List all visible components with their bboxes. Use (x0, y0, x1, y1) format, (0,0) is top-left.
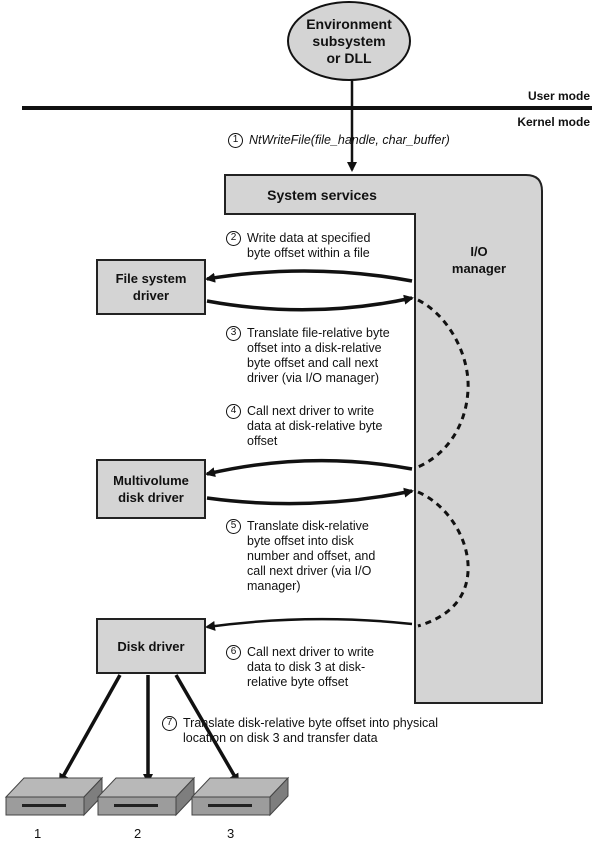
disk-driver-label: Disk driver (117, 638, 185, 654)
arrow-to-disk-1 (58, 674, 122, 784)
step-2-line: Write data at specified (247, 231, 371, 245)
system-services-label: System services (267, 187, 377, 203)
io-manager-line-1: I/O (470, 244, 488, 259)
step-5-line: Translate disk-relative (247, 519, 369, 533)
step-2-number: 2 (226, 231, 241, 246)
disk-label-3: 3 (227, 826, 235, 841)
disk-drive-3-icon (190, 776, 290, 817)
environment-subsystem-node: Environment subsystem or DLL (287, 1, 411, 81)
system-services-io-manager-shape (224, 174, 543, 704)
arrow-io-to-disk-driver (205, 617, 413, 631)
step-6-line: relative byte offset (247, 675, 349, 689)
arrow-io-to-file-system (205, 269, 413, 283)
disk-label-1: 1 (34, 826, 42, 841)
step-4-line: data at disk-relative byte (247, 419, 383, 433)
step-4-line: offset (247, 434, 278, 448)
dashed-arc-lower (417, 490, 470, 628)
env-line-2: subsystem (312, 32, 386, 49)
env-line-1: Environment (306, 15, 392, 32)
step-5-line: manager) (247, 579, 301, 593)
step-6-number: 6 (226, 645, 241, 660)
disk-driver-box: Disk driver (96, 618, 206, 674)
env-line-3: or DLL (326, 49, 372, 66)
kernel-mode-label: Kernel mode (517, 115, 590, 129)
step-3-line: byte offset and call next (247, 356, 379, 370)
arrow-multivolume-to-io (206, 487, 414, 506)
file-system-driver-line-2: driver (132, 288, 170, 303)
step-6-line: data to disk 3 at disk- (247, 660, 366, 674)
step-3-line: driver (via I/O manager) (247, 371, 379, 385)
arrow-io-to-multivolume (205, 458, 413, 478)
step-6-line: Call next driver to write (247, 645, 375, 659)
step-4: 4 Call next driver to write data at disk… (226, 404, 383, 449)
step-4-text: Call next driver to write data at disk-r… (247, 404, 383, 449)
disk-drive-2-icon (96, 776, 196, 817)
user-mode-label: User mode (527, 89, 590, 103)
step-2-text: Write data at specified byte offset with… (247, 231, 370, 261)
disk-label-2: 2 (134, 826, 142, 841)
step-6-text: Call next driver to write data to disk 3… (247, 645, 374, 690)
file-system-driver-box: File system driver (96, 259, 206, 315)
step-5-line: byte offset into disk (247, 534, 354, 548)
step-7: 7 Translate disk-relative byte offset in… (162, 716, 438, 746)
step-5-line: number and offset, and (247, 549, 376, 563)
multivolume-disk-driver-box: Multivolume disk driver (96, 459, 206, 519)
io-manager-label: I/O manager (418, 243, 540, 277)
step-3-number: 3 (226, 326, 241, 341)
step-2: 2 Write data at specified byte offset wi… (226, 231, 370, 261)
step-3: 3 Translate file-relative byte offset in… (226, 326, 390, 386)
step-1: 1 NtWriteFile(file_handle, char_buffer) (228, 133, 450, 148)
step-1-text: NtWriteFile(file_handle, char_buffer) (249, 133, 450, 147)
step-7-number: 7 (162, 716, 177, 731)
disk-drive-1-icon (4, 776, 104, 817)
step-5: 5 Translate disk-relative byte offset in… (226, 519, 375, 594)
step-4-line: Call next driver to write (247, 404, 375, 418)
file-system-driver-line-1: File system (115, 271, 187, 286)
step-1-number: 1 (228, 133, 243, 148)
step-3-line: Translate file-relative byte (247, 326, 390, 340)
step-5-number: 5 (226, 519, 241, 534)
arrow-file-system-to-io (206, 294, 414, 312)
step-7-line: Translate disk-relative byte offset into… (183, 716, 438, 730)
step-7-line: location on disk 3 and transfer data (183, 731, 378, 745)
step-3-text: Translate file-relative byte offset into… (247, 326, 390, 386)
multivolume-driver-line-2: disk driver (118, 490, 184, 505)
multivolume-driver-line-1: Multivolume (113, 473, 189, 488)
step-3-line: offset into a disk-relative (247, 341, 382, 355)
arrow-to-disk-3 (174, 674, 240, 784)
step-6: 6 Call next driver to write data to disk… (226, 645, 374, 690)
step-5-line: call next driver (via I/O (247, 564, 372, 578)
step-5-text: Translate disk-relative byte offset into… (247, 519, 375, 594)
dashed-arc-upper (417, 298, 470, 469)
step-7-text: Translate disk-relative byte offset into… (183, 716, 438, 746)
step-2-line: byte offset within a file (247, 246, 370, 260)
io-manager-line-2: manager (451, 261, 507, 276)
step-4-number: 4 (226, 404, 241, 419)
